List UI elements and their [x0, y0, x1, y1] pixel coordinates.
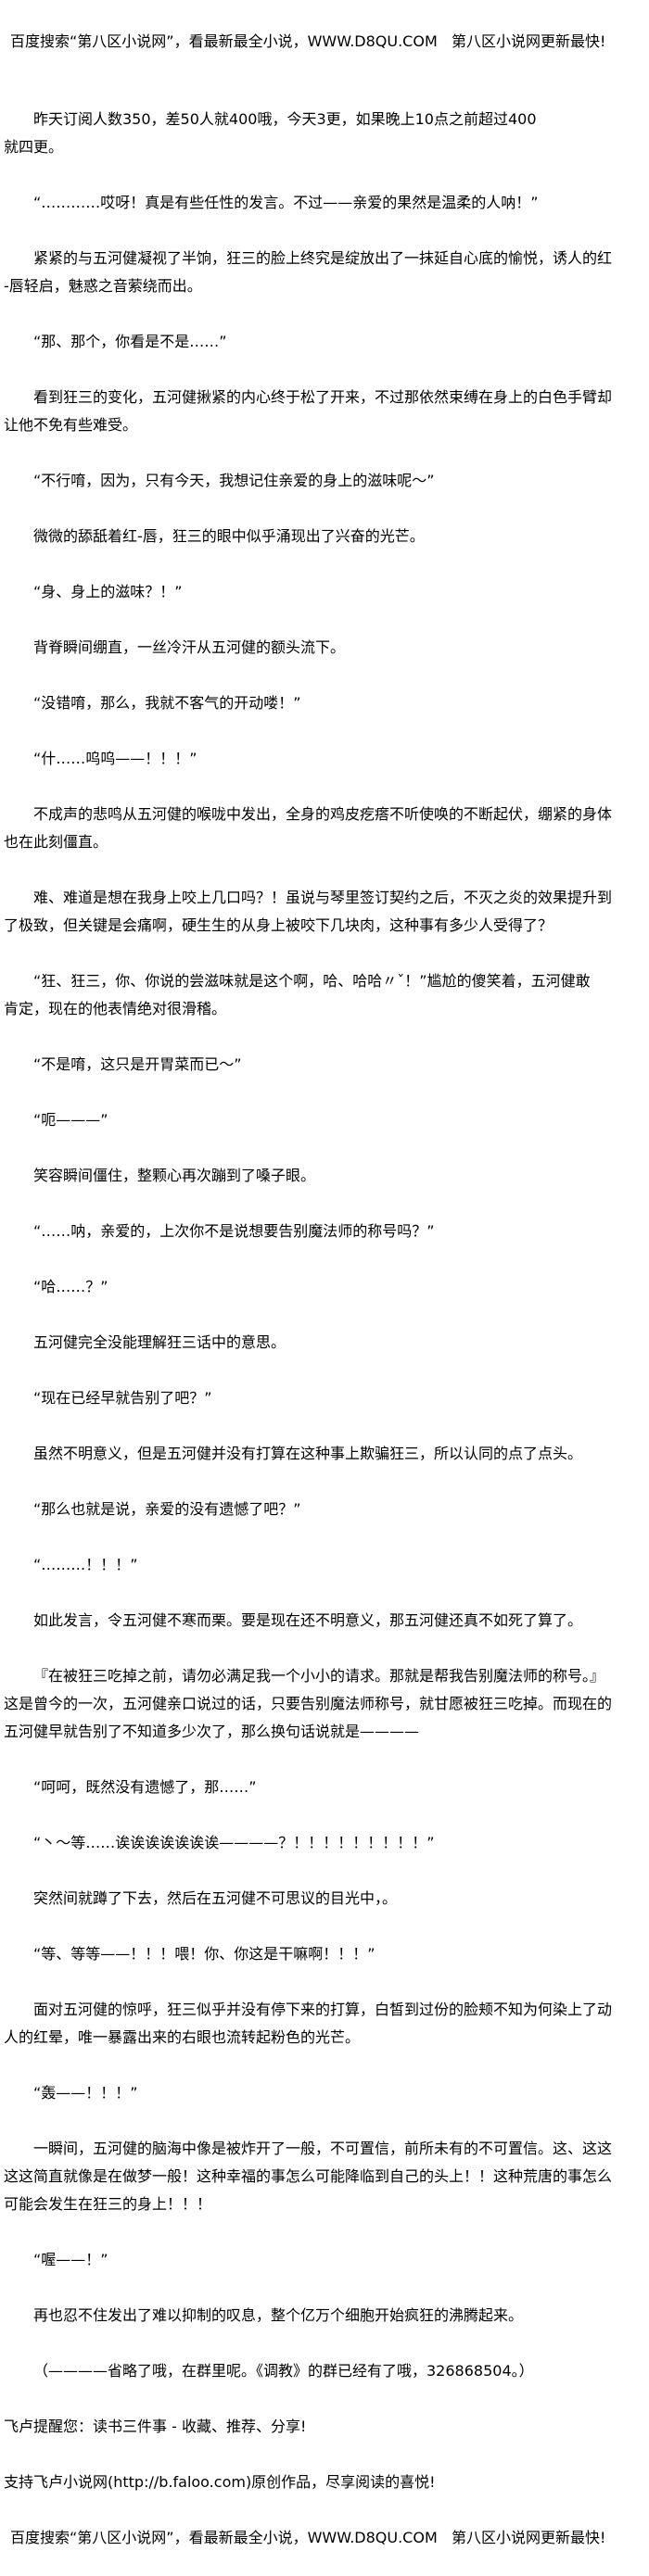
text-line: 笑容瞬间僵住，整颗心再次蹦到了嗓子眼。	[33, 1167, 316, 1184]
text-line: 看到狂三的变化，五河健揪紧的内心终于松了开来，不过那依然束缚在身上的白色手臂却	[33, 388, 613, 406]
text-line: “呃———”	[33, 1111, 108, 1129]
paragraph: 虽然不明意义，但是五河健并没有打算在这种事上欺骗狂三，所以认同的点了点头。	[4, 1440, 645, 1468]
paragraph: “呵呵，既然没有遗憾了，那……”	[4, 1774, 645, 1801]
paragraph: 背脊瞬间绷直，一丝冷汗从五河健的额头流下。	[4, 634, 645, 662]
paragraph: “身、身上的滋味？！”	[4, 578, 645, 606]
text-line: -唇轻启，魅惑之音萦绕而出。	[4, 277, 202, 295]
text-line: 支持飞卢小说网(http://b.faloo.com)原创作品，尽享阅读的喜悦!	[4, 2473, 436, 2491]
paragraph: 难、难道是想在我身上咬上几口吗？！虽说与琴里签订契约之后，不灭之炎的效果提升到了…	[4, 884, 645, 940]
text-line: 就四更。	[4, 138, 64, 156]
paragraph: 突然间就蹲了下去，然后在五河健不可思议的目光中，。	[4, 1885, 645, 1913]
text-line: “不是唷，这只是开胃菜而已～”	[33, 1055, 242, 1073]
chapter-content: 昨天订阅人数350，差50人就400哦，今天3更，如果晚上10点之前超过400 就…	[4, 106, 645, 2496]
text-line: “哈……？”	[33, 1278, 108, 1295]
text-line: （————省略了哦，在群里呢。《调教》的群已经有了哦，326868504。）	[33, 2362, 534, 2380]
paragraph: 面对五河健的惊呼，狂三似乎并没有停下来的打算，白皙到过份的脸颊不知为何染上了动人…	[4, 1996, 645, 2052]
text-line: 如此发言，令五河健不寒而栗。要是现在还不明意义，那五河健还真不如死了算了。	[33, 1611, 583, 1629]
paragraph: “等、等等——！！！喂！你、你这是干嘛啊！！！”	[4, 1940, 645, 1968]
paragraph: “………！！！”	[4, 1551, 645, 1579]
text-line: 这这简直就像是在做梦一般！这种幸福的事怎么可能降临到自己的头上！！这种荒唐的事怎…	[4, 2167, 613, 2185]
paragraph: 笑容瞬间僵住，整颗心再次蹦到了嗓子眼。	[4, 1162, 645, 1190]
text-line: 人的红晕，唯一暴露出来的右眼也流转起粉色的光芒。	[4, 2028, 361, 2046]
paragraph: 看到狂三的变化，五河健揪紧的内心终于松了开来，不过那依然束缚在身上的白色手臂却让…	[4, 384, 645, 439]
text-line: 微微的舔舐着红-唇，狂三的眼中似乎涌现出了兴奋的光芒。	[33, 527, 425, 545]
text-line: “没错唷，那么，我就不客气的开动喽！”	[33, 694, 301, 712]
text-line: “轰——！！！”	[33, 2084, 138, 2102]
text-line: 让他不免有些难受。	[4, 416, 138, 434]
text-line: 了极致，但关键是会痛啊，硬生生的从身上被咬下几块肉，这种事有多少人受得了？	[4, 916, 554, 934]
text-line: 昨天订阅人数350，差50人就400哦，今天3更，如果晚上10点之前超过400	[33, 110, 537, 128]
paragraph: “没错唷，那么，我就不客气的开动喽！”	[4, 689, 645, 717]
paragraph: “丶～等……诶诶诶诶诶诶诶————？！！！！！！！！！”	[4, 1829, 645, 1857]
text-line: “丶～等……诶诶诶诶诶诶诶————？！！！！！！！！！”	[33, 1834, 435, 1851]
paragraph: “呃———”	[4, 1106, 645, 1134]
paragraph: “不行唷，因为，只有今天，我想记住亲爱的身上的滋味呢～”	[4, 467, 645, 495]
text-line: 五河健完全没能理解狂三话中的意思。	[33, 1333, 286, 1351]
text-line: “那么也就是说，亲爱的没有遗憾了吧？”	[33, 1500, 301, 1518]
text-line: “狂、狂三，你、你说的尝滋味就是这个啊，哈、哈哈〃ˇ！”尴尬的傻笑着，五河健敢	[33, 972, 591, 990]
text-line: 紧紧的与五河健凝视了半饷，狂三的脸上终究是绽放出了一抹延自心底的愉悦，诱人的红	[33, 249, 613, 267]
paragraph: “哈……？”	[4, 1273, 645, 1301]
text-line: 可能会发生在狂三的身上！！！	[4, 2195, 212, 2213]
text-line: “不行唷，因为，只有今天，我想记住亲爱的身上的滋味呢～”	[33, 472, 435, 489]
text-line: “喔——！”	[33, 2251, 108, 2268]
text-line: 飞卢提醒您：读书三件事 - 收藏、推荐、分享!	[4, 2418, 307, 2435]
text-line: 背脊瞬间绷直，一丝冷汗从五河健的额头流下。	[33, 638, 346, 656]
text-line: 突然间就蹲了下去，然后在五河健不可思议的目光中，。	[33, 1889, 398, 1907]
text-line: “等、等等——！！！喂！你、你这是干嘛啊！！！”	[33, 1945, 375, 1963]
paragraph: 飞卢提醒您：读书三件事 - 收藏、推荐、分享!	[4, 2413, 645, 2441]
text-line: “那、那个，你看是不是……”	[33, 333, 227, 350]
text-line: “………！！！”	[33, 1556, 138, 1573]
site-banner-bottom: 百度搜索“第八区小说网”，看最新最全小说，WWW.D8QU.COM 第八区小说网…	[10, 2529, 606, 2546]
text-line: 难、难道是想在我身上咬上几口吗？！虽说与琴里签订契约之后，不灭之炎的效果提升到	[33, 889, 613, 906]
text-line: 一瞬间，五河健的脑海中像是被炸开了一般，不可置信，前所未有的不可置信。这、这这	[33, 2140, 613, 2157]
text-line: 五河健早就告别了不知道多少次了，那么换句话说就是————	[4, 1723, 420, 1740]
site-banner-top: 百度搜索“第八区小说网”，看最新最全小说，WWW.D8QU.COM 第八区小说网…	[10, 32, 606, 50]
paragraph: “那、那个，你看是不是……”	[4, 328, 645, 356]
paragraph: 昨天订阅人数350，差50人就400哦，今天3更，如果晚上10点之前超过400 就…	[4, 106, 645, 161]
text-line: “…………哎呀！真是有些任性的发言。不过——亲爱的果然是温柔的人呐！”	[33, 194, 539, 211]
paragraph: 『在被狂三吃掉之前，请勿必满足我一个小小的请求。那就是帮我告别魔法师的称号。』这…	[4, 1662, 645, 1746]
paragraph: “…………哎呀！真是有些任性的发言。不过——亲爱的果然是温柔的人呐！”	[4, 189, 645, 217]
text-line: 面对五河健的惊呼，狂三似乎并没有停下来的打算，白皙到过份的脸颊不知为何染上了动	[33, 2001, 613, 2018]
paragraph: 支持飞卢小说网(http://b.faloo.com)原创作品，尽享阅读的喜悦!	[4, 2469, 645, 2496]
paragraph: 再也忍不住发出了难以抑制的叹息，整个亿万个细胞开始疯狂的沸腾起来。	[4, 2302, 645, 2330]
paragraph: “……呐，亲爱的，上次你不是说想要告别魔法师的称号吗？”	[4, 1218, 645, 1245]
paragraph: “那么也就是说，亲爱的没有遗憾了吧？”	[4, 1496, 645, 1523]
paragraph: “喔——！”	[4, 2246, 645, 2274]
text-line: 不成声的悲鸣从五河健的喉咙中发出，全身的鸡皮疙瘩不听使唤的不断起伏，绷紧的身体	[33, 805, 613, 823]
text-line: “身、身上的滋味？！”	[33, 583, 183, 600]
paragraph: 微微的舔舐着红-唇，狂三的眼中似乎涌现出了兴奋的光芒。	[4, 523, 645, 550]
paragraph: “不是唷，这只是开胃菜而已～”	[4, 1051, 645, 1079]
paragraph: 不成声的悲鸣从五河健的喉咙中发出，全身的鸡皮疙瘩不听使唤的不断起伏，绷紧的身体也…	[4, 801, 645, 856]
text-line: “现在已经早就告别了吧？”	[33, 1389, 212, 1407]
text-line: 再也忍不住发出了难以抑制的叹息，整个亿万个细胞开始疯狂的沸腾起来。	[33, 2306, 524, 2324]
text-line: 『在被狂三吃掉之前，请勿必满足我一个小小的请求。那就是帮我告别魔法师的称号。』	[33, 1667, 605, 1685]
paragraph: “什……呜呜——！！！”	[4, 745, 645, 773]
text-line: “什……呜呜——！！！”	[33, 750, 197, 767]
paragraph: （————省略了哦，在群里呢。《调教》的群已经有了哦，326868504。）	[4, 2357, 645, 2385]
paragraph: 如此发言，令五河健不寒而栗。要是现在还不明意义，那五河健还真不如死了算了。	[4, 1607, 645, 1635]
paragraph: “狂、狂三，你、你说的尝滋味就是这个啊，哈、哈哈〃ˇ！”尴尬的傻笑着，五河健敢肯…	[4, 967, 645, 1023]
text-line: “……呐，亲爱的，上次你不是说想要告别魔法师的称号吗？”	[33, 1222, 435, 1240]
paragraph: 五河健完全没能理解狂三话中的意思。	[4, 1329, 645, 1357]
text-line: “呵呵，既然没有遗憾了，那……”	[33, 1778, 257, 1796]
paragraph: 一瞬间，五河健的脑海中像是被炸开了一般，不可置信，前所未有的不可置信。这、这这这…	[4, 2135, 645, 2218]
text-line: 虽然不明意义，但是五河健并没有打算在这种事上欺骗狂三，所以认同的点了点头。	[33, 1445, 583, 1462]
text-line: 这是曾今的一次，五河健亲口说过的话，只要告别魔法师称号，就甘愿被狂三吃掉。而现在…	[4, 1695, 613, 1712]
text-line: 也在此刻僵直。	[4, 833, 108, 851]
text-line: 肯定，现在的他表情绝对很滑稽。	[4, 1000, 227, 1017]
paragraph: “轰——！！！”	[4, 2079, 645, 2107]
paragraph: “现在已经早就告别了吧？”	[4, 1384, 645, 1412]
paragraph: 紧紧的与五河健凝视了半饷，狂三的脸上终究是绽放出了一抹延自心底的愉悦，诱人的红 -…	[4, 245, 645, 300]
